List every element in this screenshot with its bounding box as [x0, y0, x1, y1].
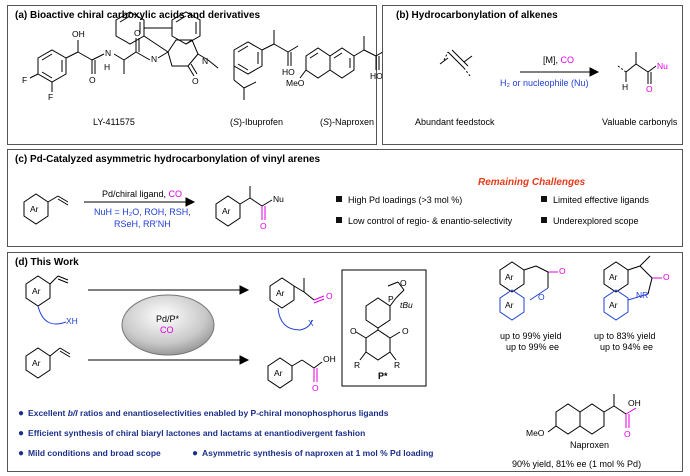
- atom-f1: F: [22, 75, 28, 85]
- label-ly411575: LY-411575: [93, 117, 135, 127]
- lactam-yield: up to 83% yield: [594, 331, 656, 341]
- panel-b-atom-h: H: [622, 82, 629, 92]
- atom-n: N: [105, 48, 112, 58]
- naproxen-meo: MeO: [526, 428, 545, 438]
- challenge-2: Limited effective ligands: [541, 195, 649, 205]
- lactam-nr: NR: [636, 290, 649, 300]
- panel-b: (b) Hydrocarbonylation of alkenes: [382, 5, 683, 145]
- lactone-ar2: Ar: [505, 300, 514, 310]
- prod1-ar: Ar: [276, 288, 285, 298]
- label-naproxen-a: (S)-Naproxen: [320, 117, 375, 127]
- bullet-1: ●Excellent b/l ratios and enantioselecti…: [18, 408, 389, 419]
- atom-ho2: HO: [370, 71, 383, 81]
- lactam-o: O: [663, 272, 670, 282]
- catalyst-co: CO: [160, 325, 174, 335]
- ligand-r1: R: [354, 360, 361, 370]
- ligand-o1: O: [400, 278, 407, 288]
- panel-b-arrow-bottom: H₂ or nucleophile (Nu): [500, 78, 589, 88]
- panel-c-ar1: Ar: [30, 204, 39, 214]
- prod2-oh: OH: [323, 354, 336, 364]
- panel-b-arrow-top: [M], CO: [543, 55, 574, 65]
- lactam-ar1: Ar: [609, 272, 618, 282]
- atom-oh: OH: [72, 29, 85, 39]
- lactone-ee: up to 99% ee: [506, 342, 560, 352]
- sub2-ar: Ar: [32, 358, 41, 368]
- panel-a: (a) Bioactive chiral carboxylic acids an…: [7, 5, 377, 145]
- naproxen-name: Naproxen: [570, 440, 610, 450]
- panel-b-right-label: Valuable carbonyls: [602, 117, 678, 127]
- prod1-o: O: [326, 291, 333, 301]
- panel-b-atom-nu: Nu: [657, 61, 668, 71]
- atom-n3: N: [202, 56, 209, 66]
- panel-c-arrow-top: Pd/chiral ligand, CO: [102, 189, 183, 199]
- challenge-4: Underexplored scope: [541, 216, 639, 226]
- sub1-ar: Ar: [32, 286, 41, 296]
- sub1-xh: XH: [66, 316, 78, 326]
- naproxen-oh: OH: [628, 398, 641, 408]
- panel-d: (d) This Work: [7, 252, 683, 472]
- lactam-ar2: Ar: [609, 300, 618, 310]
- panel-c-o: O: [260, 221, 267, 231]
- ligand-o2: O: [350, 326, 357, 336]
- bullet-2: ●Efficient synthesis of chiral biaryl la…: [18, 428, 366, 439]
- lactone-o: O: [559, 266, 566, 276]
- panel-c-ar2: Ar: [222, 206, 231, 216]
- prod1-x: X: [308, 318, 314, 328]
- atom-n2: N: [151, 54, 158, 64]
- naproxen-o: O: [624, 429, 631, 439]
- atom-meo: MeO: [286, 78, 305, 88]
- prod2-ar: Ar: [274, 368, 283, 378]
- label-ibuprofen: (S)-Ibuprofen: [230, 117, 284, 127]
- panel-b-atom-o: O: [646, 84, 653, 94]
- bullet-3: ●Mild conditions and broad scope: [18, 448, 161, 459]
- panel-c: (c) Pd-Catalyzed asymmetric hydrocarbony…: [7, 149, 683, 247]
- panel-c-nu-line2: RSeH, RR'NH: [114, 219, 171, 229]
- lactone-ar1: Ar: [505, 272, 514, 282]
- bullet-4: ●Asymmetric synthesis of naproxen at 1 m…: [192, 448, 434, 459]
- ligand-o3: O: [402, 326, 409, 336]
- panel-b-left-label: Abundant feedstock: [415, 117, 495, 127]
- panel-a-title: (a) Bioactive chiral carboxylic acids an…: [15, 10, 261, 21]
- challenges-title: Remaining Challenges: [478, 177, 586, 188]
- atom-o2: O: [134, 28, 141, 38]
- lactone-yield: up to 99% yield: [500, 331, 562, 341]
- panel-c-nu: Nu: [273, 194, 284, 204]
- catalyst-sphere: [121, 294, 215, 356]
- atom-o3: O: [192, 76, 199, 86]
- lactone-o2: O: [538, 292, 545, 302]
- challenge-3: Low control of regio- & enantio-selectiv…: [336, 216, 512, 226]
- challenge-1: High Pd loadings (>3 mol %): [336, 195, 462, 205]
- naproxen-result: 90% yield, 81% ee (1 mol % Pd): [512, 459, 642, 469]
- ligand-p: P: [388, 294, 394, 304]
- atom-f2: F: [48, 92, 54, 102]
- panel-c-nu-line1: NuH = H₂O, ROH, RSH,: [94, 207, 191, 217]
- atom-o1: O: [89, 75, 96, 85]
- panel-c-title: (c) Pd-Catalyzed asymmetric hydrocarbony…: [15, 154, 321, 165]
- catalyst-label: Pd/P*: [156, 314, 180, 324]
- atom-ho1: HO: [282, 67, 295, 77]
- atom-h: H: [104, 62, 111, 72]
- ligand-tbu: tBu: [400, 300, 413, 310]
- panel-b-title: (b) Hydrocarbonylation of alkenes: [396, 10, 558, 21]
- ligand-r2: R: [394, 360, 401, 370]
- lactam-ee: up to 94% ee: [600, 342, 654, 352]
- ligand-label: P*: [378, 371, 388, 381]
- panel-d-title: (d) This Work: [15, 257, 79, 268]
- prod2-o: O: [312, 383, 319, 393]
